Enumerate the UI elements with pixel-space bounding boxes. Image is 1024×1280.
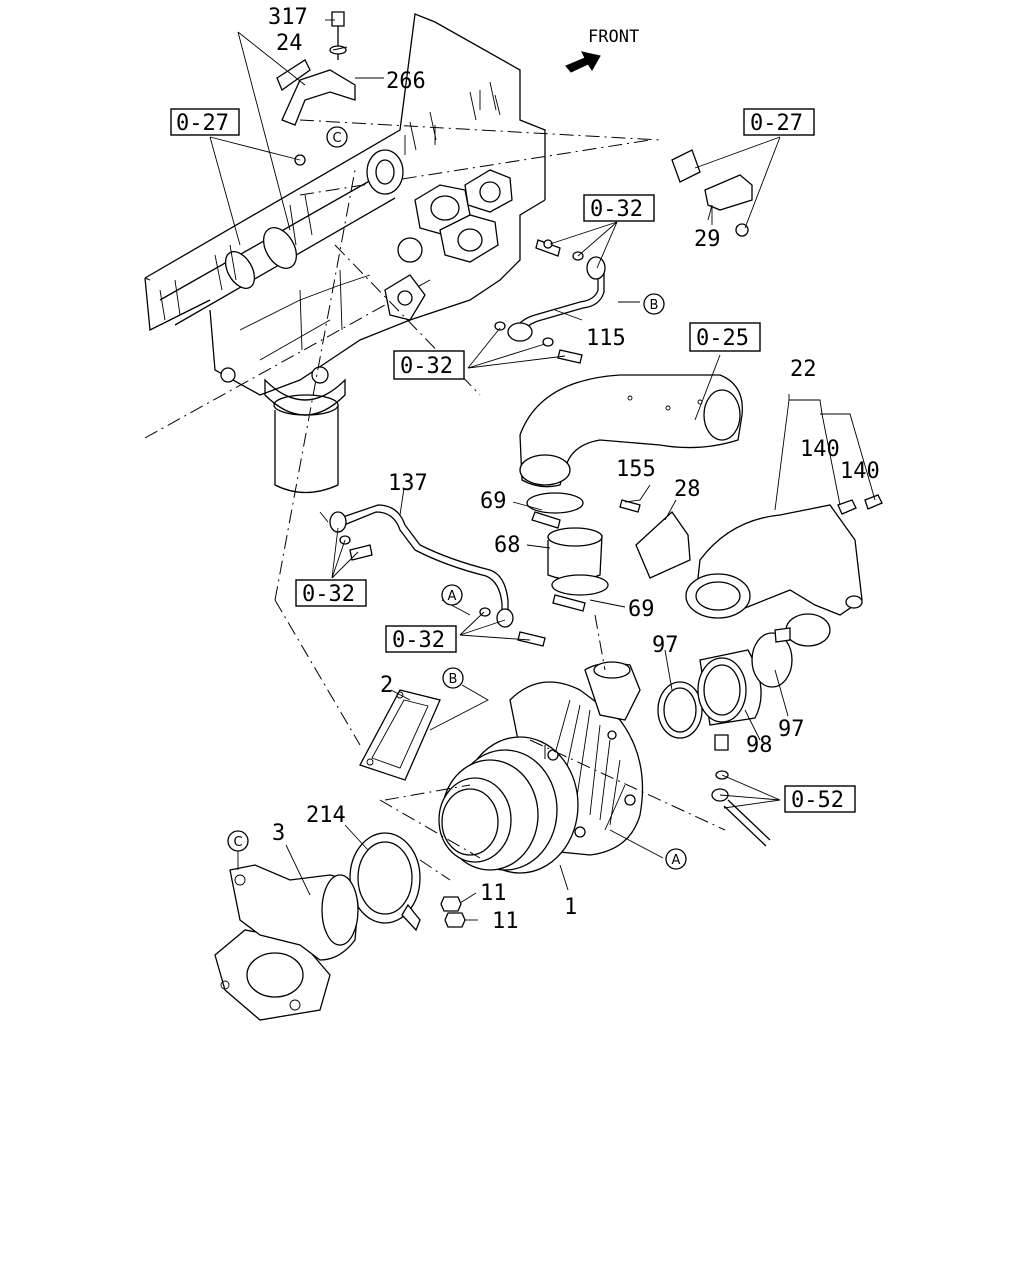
air-duct-drawing: [519, 374, 743, 488]
part-number-label: 2: [380, 673, 393, 698]
ref-box: 0-32: [393, 350, 465, 380]
hose-clamps-drawing: [526, 492, 609, 612]
front-arrow-icon: [565, 51, 601, 73]
part-number-label: 22: [790, 357, 817, 382]
svg-text:C: C: [233, 835, 242, 850]
outlet-elbow-3-drawing: [214, 832, 421, 1021]
engine-block-drawing: [144, 13, 661, 494]
nuts-11-drawing: [440, 896, 466, 928]
ref-box: 0-27: [170, 108, 240, 136]
part-number-label: 98: [746, 733, 773, 758]
part-number-label: 69: [480, 489, 507, 514]
part-number-label: 140: [840, 459, 880, 484]
ref-box: 0-27: [743, 108, 815, 136]
svg-text:A: A: [448, 589, 457, 604]
front-label: FRONT: [588, 27, 639, 47]
part-number-label: 155: [616, 457, 656, 482]
ref-circle: B: [442, 667, 464, 689]
svg-text:A: A: [672, 853, 681, 868]
part-number-label: 97: [778, 717, 805, 742]
svg-text:0-25: 0-25: [696, 326, 749, 351]
svg-text:B: B: [650, 298, 659, 313]
ref-circle: C: [326, 126, 348, 148]
part-number-label: 1: [564, 895, 577, 920]
part-number-label: 11: [480, 881, 507, 906]
svg-text:B: B: [449, 672, 458, 687]
svg-text:0-32: 0-32: [400, 354, 453, 379]
gasket-2-drawing: [359, 689, 441, 781]
ref-box: 0-25: [689, 322, 761, 352]
ref-box: 0-52: [784, 785, 856, 813]
ref-circle: A: [665, 848, 687, 870]
ref-box: 0-32: [295, 579, 367, 607]
part-number-label: 24: [276, 31, 303, 56]
part-number-label: 3: [272, 821, 285, 846]
bracket-266-drawing: [276, 11, 356, 166]
part-number-label: 266: [386, 69, 426, 94]
ref-circle: A: [441, 584, 463, 606]
ref-box: 0-32: [385, 625, 457, 653]
part-number-label: 29: [694, 227, 721, 252]
svg-text:C: C: [332, 131, 341, 146]
ref-box: 0-32: [583, 194, 655, 222]
part-number-label: 214: [306, 803, 346, 828]
part-number-label: 28: [674, 477, 701, 502]
part-number-label: 137: [388, 471, 428, 496]
svg-text:0-52: 0-52: [791, 788, 844, 813]
hose-98-drawing: [657, 627, 793, 847]
oil-pipe-115-drawing: [494, 239, 606, 364]
part-number-label: 69: [628, 597, 655, 622]
part-number-label: 140: [800, 437, 840, 462]
svg-text:0-27: 0-27: [176, 111, 229, 136]
svg-text:0-32: 0-32: [302, 582, 355, 607]
bracket-29-drawing: [671, 149, 753, 237]
turbocharger-drawing: [438, 661, 644, 874]
part-number-label: 317: [268, 5, 308, 30]
elbow-22-drawing: [619, 494, 883, 647]
svg-text:0-27: 0-27: [750, 111, 803, 136]
svg-text:0-32: 0-32: [392, 628, 445, 653]
ref-circle: C: [227, 830, 249, 852]
part-number-label: 68: [494, 533, 521, 558]
ref-circle: B: [643, 293, 665, 315]
svg-text:0-32: 0-32: [590, 197, 643, 222]
leader-lines: [209, 19, 876, 921]
part-number-label: 97: [652, 633, 679, 658]
oil-pipe-137-drawing: [319, 504, 546, 647]
part-number-label: 11: [492, 909, 519, 934]
part-number-label: 115: [586, 326, 626, 351]
